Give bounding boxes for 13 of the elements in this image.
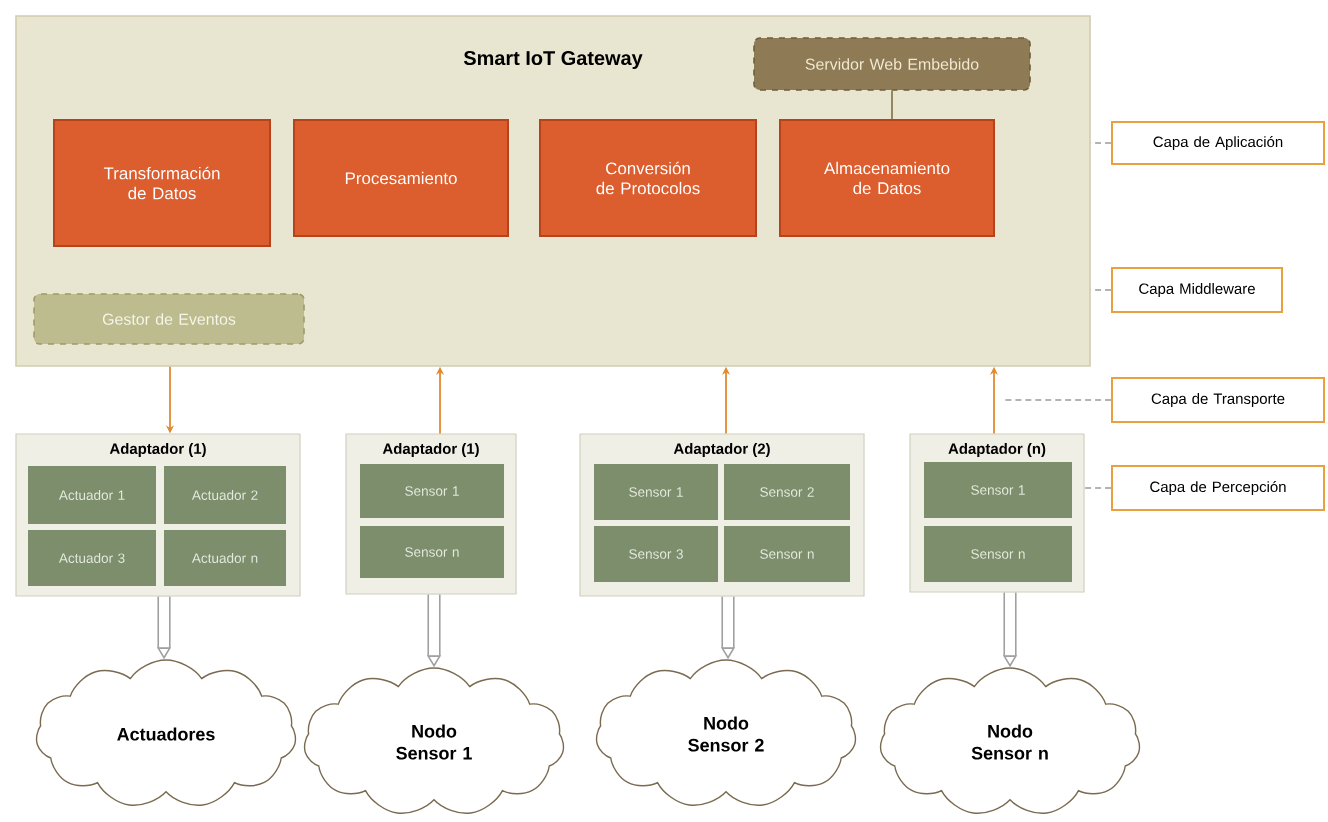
cloud: Nodo Sensor 2 [595,659,857,806]
process-box: Transformación de Datos [53,119,271,247]
leader-line [1083,487,1112,489]
connector-line [891,89,893,120]
cloud: Nodo Sensor n [879,667,1141,814]
process-box: Almacenamiento de Datos [779,119,995,237]
cloud: Nodo Sensor 1 [303,667,565,814]
process-box: Procesamiento [293,119,509,237]
leader-line [1090,289,1112,291]
leader-line [1003,399,1112,401]
process-box: Conversión de Protocolos [539,119,757,237]
leader-line [1090,142,1112,144]
cloud: Actuadores [35,659,297,806]
